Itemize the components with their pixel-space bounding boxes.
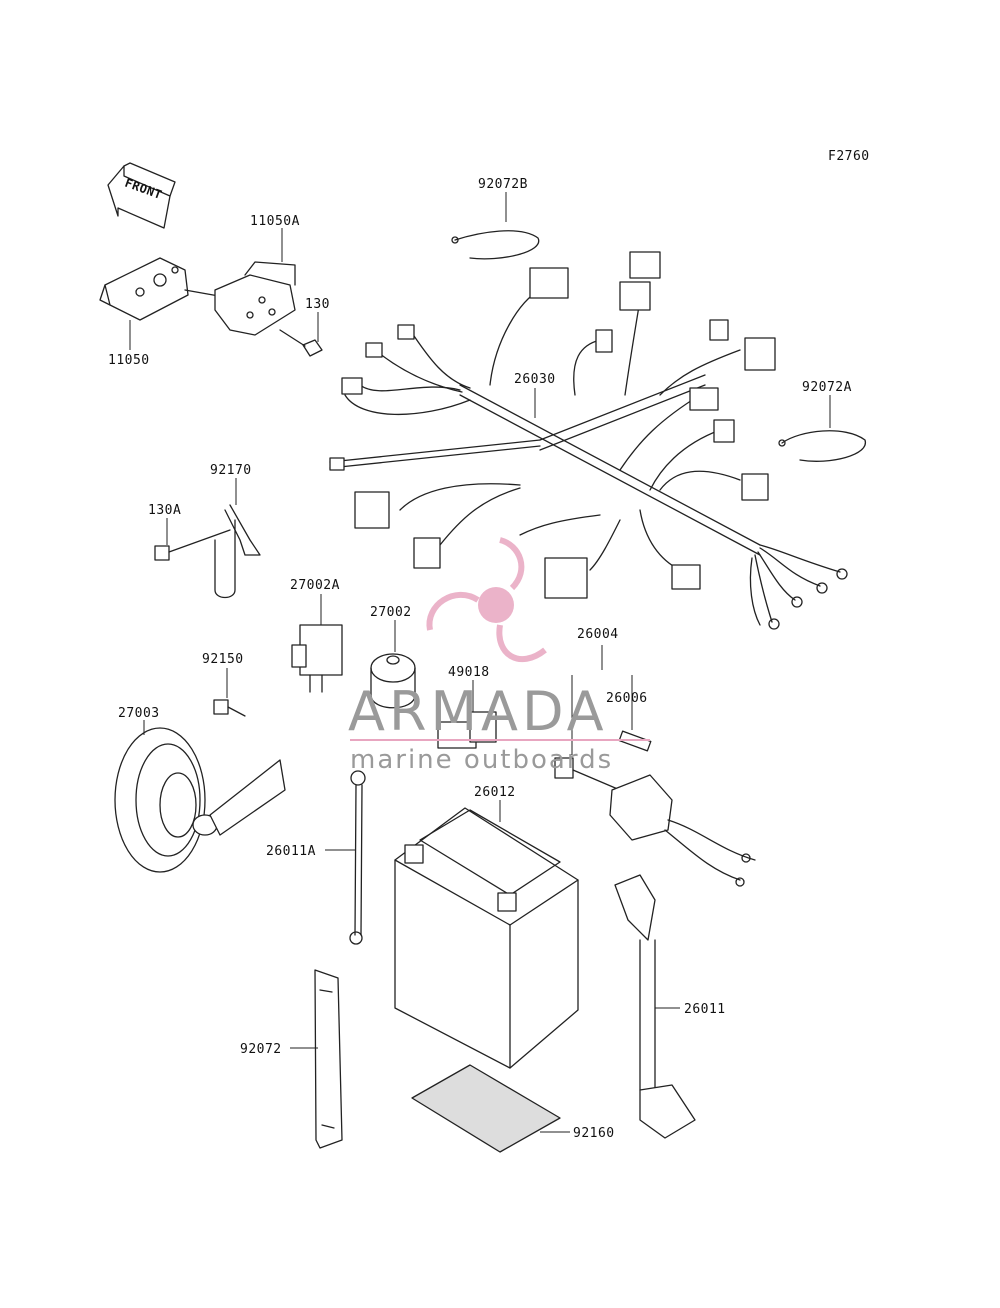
battery-26012 bbox=[394, 800, 579, 1069]
battery-cable-26011 bbox=[614, 874, 696, 1139]
part-label-49018[interactable]: 49018 bbox=[448, 665, 490, 680]
part-label-92072b[interactable]: 92072B bbox=[478, 177, 528, 192]
relay-27002a bbox=[291, 594, 343, 693]
watermark-tagline: marine outboards bbox=[350, 745, 613, 775]
cable-tie-92072a bbox=[778, 395, 866, 462]
part-label-92160[interactable]: 92160 bbox=[573, 1126, 615, 1141]
part-label-27002[interactable]: 27002 bbox=[370, 605, 412, 620]
part-label-26006[interactable]: 26006 bbox=[606, 691, 648, 706]
connector-49018 bbox=[437, 680, 497, 749]
front-arrow-icon: FRONT bbox=[107, 162, 176, 229]
part-label-27003[interactable]: 27003 bbox=[118, 706, 160, 721]
part-label-92072a[interactable]: 92072A bbox=[802, 380, 852, 395]
part-label-26030[interactable]: 26030 bbox=[514, 372, 556, 387]
fuse-holder-26004 bbox=[554, 645, 756, 887]
part-label-27002a[interactable]: 27002A bbox=[290, 578, 340, 593]
part-label-130[interactable]: 130 bbox=[305, 297, 330, 312]
bolt-130a bbox=[154, 518, 231, 561]
switch-27002 bbox=[370, 620, 416, 709]
part-label-26011[interactable]: 26011 bbox=[684, 1002, 726, 1017]
battery-strap-92072 bbox=[290, 969, 343, 1149]
part-label-26012[interactable]: 26012 bbox=[474, 785, 516, 800]
bolt-92150 bbox=[213, 668, 246, 717]
part-label-26004[interactable]: 26004 bbox=[577, 627, 619, 642]
part-label-26011a[interactable]: 26011A bbox=[266, 844, 316, 859]
part-label-11050[interactable]: 11050 bbox=[108, 353, 150, 368]
connector bbox=[529, 267, 569, 299]
part-label-130a[interactable]: 130A bbox=[148, 503, 181, 518]
wiring-harness-26030 bbox=[329, 251, 848, 630]
battery-cable-26011a bbox=[325, 770, 366, 945]
clamp-92170 bbox=[214, 478, 261, 599]
bolt-130 bbox=[279, 312, 323, 357]
figure-code: F2760 bbox=[828, 149, 870, 164]
part-label-11050a[interactable]: 11050A bbox=[250, 214, 300, 229]
pad-92160 bbox=[411, 1064, 570, 1153]
watermark-brand: ARMADA bbox=[348, 680, 608, 743]
horn-27003 bbox=[114, 720, 286, 873]
bracket-11050 bbox=[99, 257, 241, 350]
bracket-11050a bbox=[214, 228, 296, 336]
armada-watermark-logo bbox=[426, 537, 547, 663]
cable-tie-92072b bbox=[451, 192, 540, 260]
part-label-92170[interactable]: 92170 bbox=[210, 463, 252, 478]
part-label-92150[interactable]: 92150 bbox=[202, 652, 244, 667]
part-label-92072[interactable]: 92072 bbox=[240, 1042, 282, 1057]
